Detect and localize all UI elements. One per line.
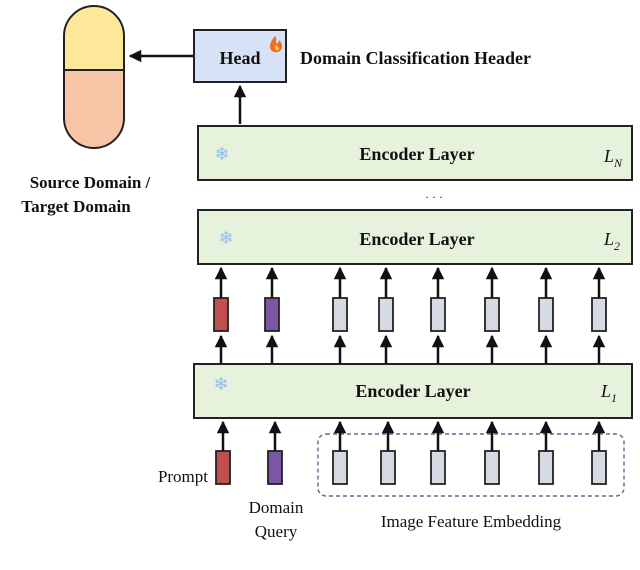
layer-index-2: L2 bbox=[603, 229, 620, 253]
head-box: Head bbox=[193, 29, 287, 83]
image-token bbox=[538, 450, 554, 485]
encoder-layer-2-label: Encoder Layer bbox=[359, 229, 474, 249]
encoder-layer-1: ❄ Encoder Layer L1 bbox=[193, 363, 633, 419]
image-token bbox=[538, 297, 554, 332]
snowflake-icon: ❄ bbox=[218, 228, 233, 248]
image-feature-group-border bbox=[317, 433, 625, 497]
layer-index-n: LN bbox=[603, 146, 623, 170]
ellipsis: · · · bbox=[425, 190, 443, 204]
input-token-row bbox=[215, 420, 625, 497]
image-token bbox=[332, 450, 348, 485]
image-token bbox=[484, 297, 500, 332]
snowflake-icon: ❄ bbox=[213, 374, 228, 394]
image-feature-label: Image Feature Embedding bbox=[381, 512, 562, 531]
domain-query-label-line2: Query bbox=[255, 522, 298, 541]
encoder-layer-n: ❄ Encoder Layer LN bbox=[197, 125, 633, 181]
prompt-token bbox=[213, 297, 229, 332]
domain-query-token bbox=[267, 450, 283, 485]
middle-token-row bbox=[213, 266, 607, 364]
domain-query-label-line1: Domain bbox=[249, 498, 304, 517]
head-caption: Domain Classification Header bbox=[300, 48, 531, 68]
domain-query-token bbox=[264, 297, 280, 332]
encoder-layer-1-label: Encoder Layer bbox=[355, 381, 470, 401]
encoder-layer-2: ❄ Encoder Layer L2 bbox=[197, 209, 633, 265]
image-token bbox=[380, 450, 396, 485]
image-token bbox=[484, 450, 500, 485]
pill-label-line2: Target Domain bbox=[21, 197, 131, 216]
snowflake-icon: ❄ bbox=[214, 144, 229, 164]
image-token bbox=[332, 297, 348, 332]
image-token bbox=[430, 450, 446, 485]
image-token bbox=[591, 450, 607, 485]
domain-pill bbox=[63, 5, 125, 149]
pill-bottom bbox=[63, 69, 125, 149]
fire-icon bbox=[270, 36, 283, 53]
prompt-token bbox=[215, 450, 231, 485]
pill-top bbox=[63, 5, 125, 71]
layer-index-1: L1 bbox=[600, 381, 617, 405]
image-token bbox=[378, 297, 394, 332]
encoder-layer-n-label: Encoder Layer bbox=[359, 144, 474, 164]
head-label: Head bbox=[219, 48, 260, 68]
pill-label-line1: Source Domain / bbox=[30, 173, 151, 192]
image-token bbox=[591, 297, 607, 332]
image-token bbox=[430, 297, 446, 332]
prompt-label: Prompt bbox=[158, 467, 208, 486]
